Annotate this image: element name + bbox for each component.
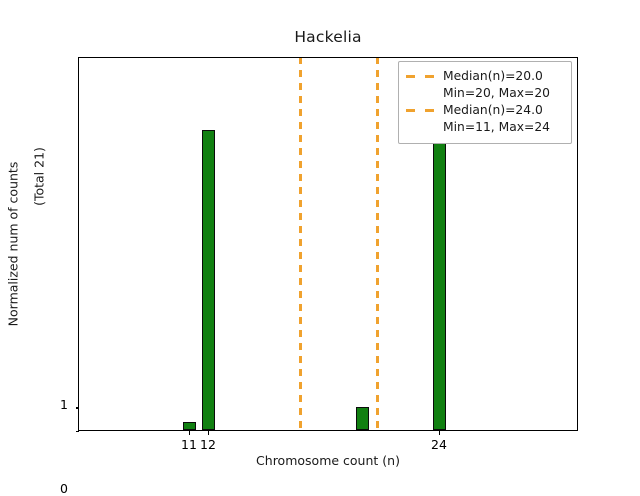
y-tick-mark-1: [75, 407, 79, 409]
bar-12: [202, 130, 215, 430]
legend-label-0-line1: Median(n)=20.0: [443, 69, 543, 83]
dashed-line-icon: [406, 70, 436, 83]
x-tick-label-12: 12: [200, 437, 216, 452]
y-tick-mark-0: [75, 430, 79, 432]
y-tick-labels: 0 1: [0, 57, 74, 496]
x-axis-label: Chromosome count (n): [256, 453, 400, 468]
plot-inner: [79, 58, 577, 430]
bar-11: [183, 421, 196, 430]
legend-label-0-line2: Min=20, Max=20: [443, 85, 550, 100]
legend-label-1-line2: Min=11, Max=24: [443, 119, 550, 134]
x-tick-mark-11: [188, 431, 190, 435]
x-tick-mark-24: [438, 431, 440, 435]
x-tick-label-24: 24: [431, 437, 447, 452]
y-tick-label-1: 1: [60, 397, 68, 412]
bar-20: [356, 406, 369, 430]
legend-label-1-line1: Median(n)=24.0: [443, 103, 543, 117]
y-tick-label-0: 0: [60, 481, 68, 496]
x-tick-label-11: 11: [181, 437, 197, 452]
median-line-24: [376, 58, 379, 430]
x-tick-mark-12: [207, 431, 209, 435]
chart-figure: Hackelia Normalized num of counts (Total…: [0, 28, 578, 496]
dashed-line-icon: [406, 104, 436, 117]
chart-title: Hackelia: [294, 28, 362, 46]
median-line-20: [299, 58, 302, 430]
